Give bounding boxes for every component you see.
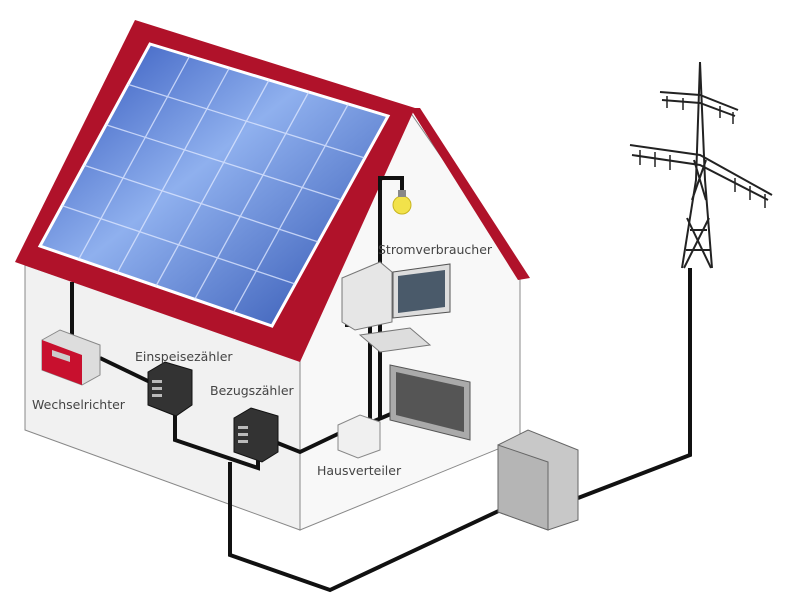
feed-in-meter: [147, 361, 193, 417]
power-pylon: [629, 61, 773, 269]
grid-connection-cabinet: [497, 429, 579, 531]
label-distributor: Hausverteiler: [317, 463, 402, 478]
computer-icon: [341, 261, 451, 353]
label-feed-meter: Einspeisezähler: [135, 349, 233, 364]
label-consumer: Stromverbraucher: [378, 242, 493, 257]
light-bulb-icon: [392, 190, 412, 215]
roof-gable-edge: [410, 108, 530, 280]
supply-meter: [233, 407, 279, 463]
label-supply-meter: Bezugszähler: [210, 383, 294, 398]
solar-panel: [37, 42, 391, 328]
inverter-box: [41, 329, 101, 386]
house-distributor-box: [337, 414, 381, 459]
label-inverter: Wechselrichter: [32, 397, 125, 412]
tv-icon: [389, 364, 471, 441]
